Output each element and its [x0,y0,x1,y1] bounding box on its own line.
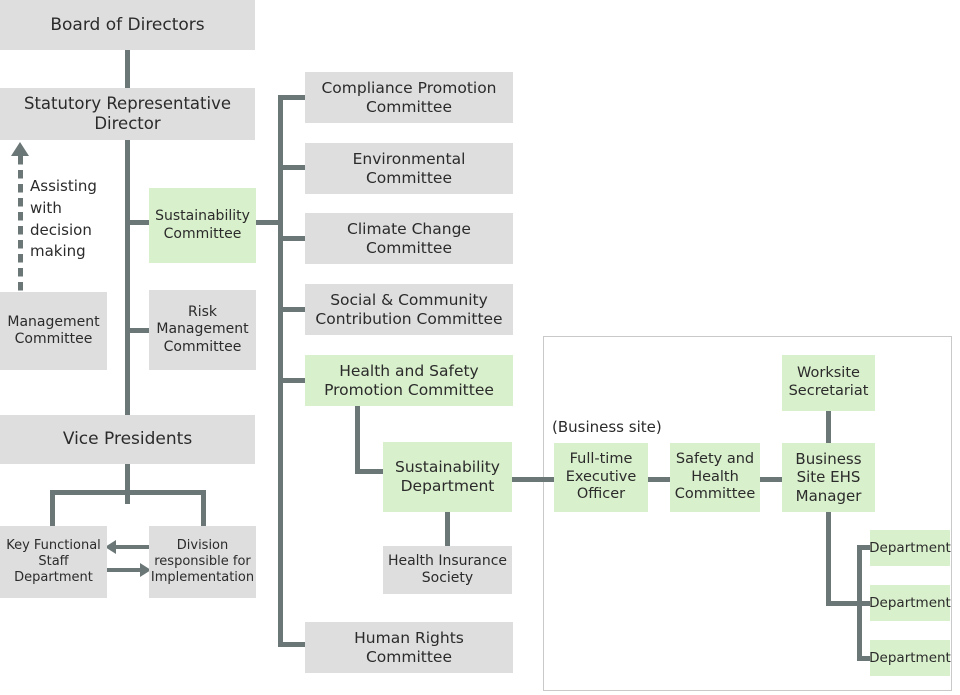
connector-dept-branch-2 [857,601,875,606]
connector-officer-to-committee [648,477,670,482]
box-social-community-contribution-committee[interactable]: Social & Community Contribution Committe… [305,284,513,335]
committee-branch-4 [278,307,307,312]
arrow-shaft-key-staff-to-division [103,568,140,572]
box-department-1[interactable]: Department [869,530,951,566]
committee-branch-5 [278,378,307,383]
box-board-of-directors[interactable]: Board of Directors [0,0,255,50]
committee-branch-3 [278,236,307,241]
business-site-caption: (Business site) [552,418,662,436]
connector-sustainability-dept-to-business-site [512,477,554,482]
box-human-rights-committee[interactable]: Human Rights Committee [305,622,513,673]
box-statutory-representative-director[interactable]: Statutory Representative Director [0,88,255,140]
connector-vp-horizontal [50,490,206,495]
connector-vp-to-key-staff [50,490,55,526]
box-worksite-secretariat[interactable]: Worksite Secretariat [782,355,875,411]
connector-worksite-secretariat-to-ehs [826,411,831,444]
box-sustainability-department[interactable]: Sustainability Department [383,442,512,512]
connector-trunk-to-sustainability-committee [125,220,155,225]
assisting-dashed-line [18,156,23,294]
box-vice-presidents[interactable]: Vice Presidents [0,415,255,464]
box-department-3[interactable]: Department [869,640,951,676]
connector-committee-to-ehs-manager [760,477,782,482]
connector-trunk-to-risk-committee [125,328,155,333]
box-health-insurance-society[interactable]: Health Insurance Society [383,546,512,594]
connector-director-trunk [125,140,130,415]
box-environmental-committee[interactable]: Environmental Committee [305,143,513,194]
connector-vp-down [125,464,130,504]
box-key-functional-staff-department[interactable]: Key Functional Staff Department [0,526,107,598]
assisting-arrow-head-icon [11,142,29,156]
connector-ehs-to-dept-trunk [826,601,862,606]
box-safety-and-health-committee[interactable]: Safety and Health Committee [670,443,760,512]
connector-sustainability-committee-to-tree [255,220,283,225]
connector-hs-to-sustainability-dept [355,469,385,474]
connector-board-to-director [125,50,130,88]
committee-branch-2 [278,165,307,170]
committee-trunk [278,95,283,647]
box-climate-change-committee[interactable]: Climate Change Committee [305,213,513,264]
box-business-site-ehs-manager[interactable]: Business Site EHS Manager [782,443,875,512]
arrow-head-to-division-icon [140,563,151,577]
box-department-2[interactable]: Department [869,585,951,621]
business-site-panel [543,336,952,691]
connector-ehs-down [826,512,831,605]
connector-hs-down [355,406,360,474]
assisting-with-decision-making-note: Assisting with decision making [30,177,97,261]
box-full-time-executive-officer[interactable]: Full-time Executive Officer [554,443,648,512]
box-health-and-safety-promotion-committee[interactable]: Health and Safety Promotion Committee [305,355,513,406]
connector-dept-branch-1 [857,545,875,550]
box-division-responsible-for-implementation[interactable]: Division responsible for Implementation [149,526,256,598]
box-compliance-promotion-committee[interactable]: Compliance Promotion Committee [305,72,513,123]
box-management-committee[interactable]: Management Committee [0,292,107,370]
committee-branch-1 [278,95,307,100]
box-sustainability-committee[interactable]: Sustainability Committee [149,188,256,263]
connector-vp-to-division [201,490,206,526]
connector-dept-branch-3 [857,656,875,661]
box-risk-management-committee[interactable]: Risk Management Committee [149,290,256,370]
connector-sustainability-dept-to-health-insurance [445,512,450,546]
arrow-shaft-division-to-key-staff [115,545,152,549]
committee-branch-6 [278,642,307,647]
arrow-head-to-key-staff-icon [105,540,116,554]
